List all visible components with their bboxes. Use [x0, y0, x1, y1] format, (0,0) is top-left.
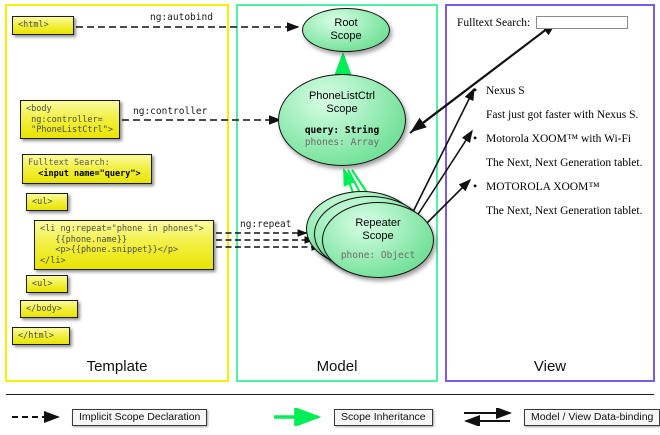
scope-repeater-title-line2: Scope [362, 229, 394, 242]
scope-repeater-properties: phone: Object [323, 250, 433, 262]
scope-ctrl-title-line1: PhoneListCtrl [308, 90, 376, 102]
scope-root: Root Scope [302, 8, 390, 52]
double-arrow-icon [464, 408, 512, 426]
scope-root-title-line1: Root [334, 17, 358, 29]
legend-label-databinding: Model / View Data-binding [524, 408, 660, 426]
code-box-body-close: </body> [20, 300, 78, 318]
scope-repeater: Repeater Scope phone: Object [322, 202, 434, 278]
code-box-li-repeat: <li ng:repeat="phone in phones"> {{phone… [34, 220, 214, 270]
view-search-label: Fulltext Search: [457, 16, 531, 29]
phone-snippet: The Next, Next Generation tablet. [486, 205, 643, 217]
legend-data-binding: Model / View Data-binding [462, 408, 660, 426]
list-item: MOTOROLA XOOM™ The Next, Next Generation… [470, 179, 650, 218]
scope-ctrl-properties: query: String phones: Array [279, 125, 405, 149]
legend-label-implicit: Implicit Scope Declaration [72, 408, 208, 426]
legend-implicit-scope-declaration: Implicit Scope Declaration [10, 408, 208, 426]
scope-root-title-line2: Scope [330, 29, 362, 42]
scope-ctrl-title-line2: Scope [326, 102, 358, 115]
scope-phonelistctrl: PhoneListCtrl Scope query: String phones… [278, 74, 406, 166]
edge-label-ng-controller: ng:controller [133, 106, 208, 117]
phone-snippet: The Next, Next Generation tablet. [486, 157, 643, 169]
panel-model [236, 4, 438, 382]
view-search-row: Fulltext Search: [457, 16, 629, 29]
panel-label-template: Template [86, 358, 148, 375]
phone-name: MOTOROLA XOOM™ [470, 179, 650, 194]
phone-name: Motorola XOOM™ with Wi-Fi [470, 131, 650, 146]
list-item: Nexus S Fast just got faster with Nexus … [470, 83, 650, 122]
code-box-html-close: </html> [12, 327, 70, 345]
code-search-label: Fulltext Search: [28, 158, 110, 168]
scope-repeater-title-line1: Repeater [355, 217, 401, 229]
code-box-html-open: <html> [12, 16, 74, 35]
code-box-ul-close: <ul> [26, 275, 68, 293]
list-item: Motorola XOOM™ with Wi-Fi The Next, Next… [470, 131, 650, 170]
dashed-arrow-icon [12, 411, 60, 423]
view-content: Fulltext Search: Nexus S Fast just got f… [452, 10, 650, 250]
code-box-ul-open: <ul> [26, 193, 68, 211]
edge-label-ng-autobind: ng:autobind [150, 12, 213, 23]
scope-ctrl-prop-query: query: String [304, 125, 380, 136]
legend-divider [6, 394, 654, 395]
code-box-fulltext-search: Fulltext Search: <input name="query"> [22, 154, 152, 184]
fulltext-search-input[interactable] [536, 16, 629, 29]
phone-list: Nexus S Fast just got faster with Nexus … [470, 83, 650, 228]
panel-label-model: Model [316, 358, 358, 375]
scope-ctrl-prop-phones: phones: Array [304, 137, 380, 148]
code-search-input: <input name="query"> [28, 168, 141, 179]
legend-scope-inheritance: Scope Inheritance [272, 408, 433, 426]
panel-label-view: View [533, 358, 567, 375]
phone-name: Nexus S [470, 83, 650, 98]
phone-snippet: Fast just got faster with Nexus S. [486, 109, 639, 121]
legend-label-inheritance: Scope Inheritance [334, 408, 433, 426]
scope-repeater-prop-phone: phone: Object [340, 250, 416, 261]
code-box-body-open: <body ng:controller= "PhoneListCtrl"> [20, 100, 120, 139]
edge-label-ng-repeat: ng:repeat [240, 219, 292, 230]
green-arrow-icon [274, 408, 322, 426]
